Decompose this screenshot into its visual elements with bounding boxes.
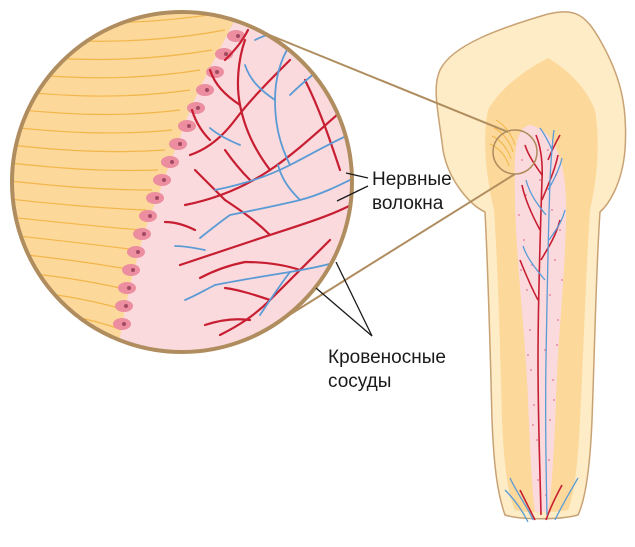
label-blood-vessels-line1: Кровеносные bbox=[328, 346, 446, 369]
label-nerve-fibers-line1: Нервные bbox=[372, 168, 452, 191]
leader-vessel-1 bbox=[336, 262, 372, 336]
label-nerve-fibers-line2: волокна bbox=[372, 192, 443, 215]
magnified-view bbox=[0, 0, 360, 352]
tooth bbox=[436, 12, 626, 522]
label-blood-vessels-line2: сосуды bbox=[328, 370, 391, 393]
leader-vessel-2 bbox=[316, 288, 372, 336]
